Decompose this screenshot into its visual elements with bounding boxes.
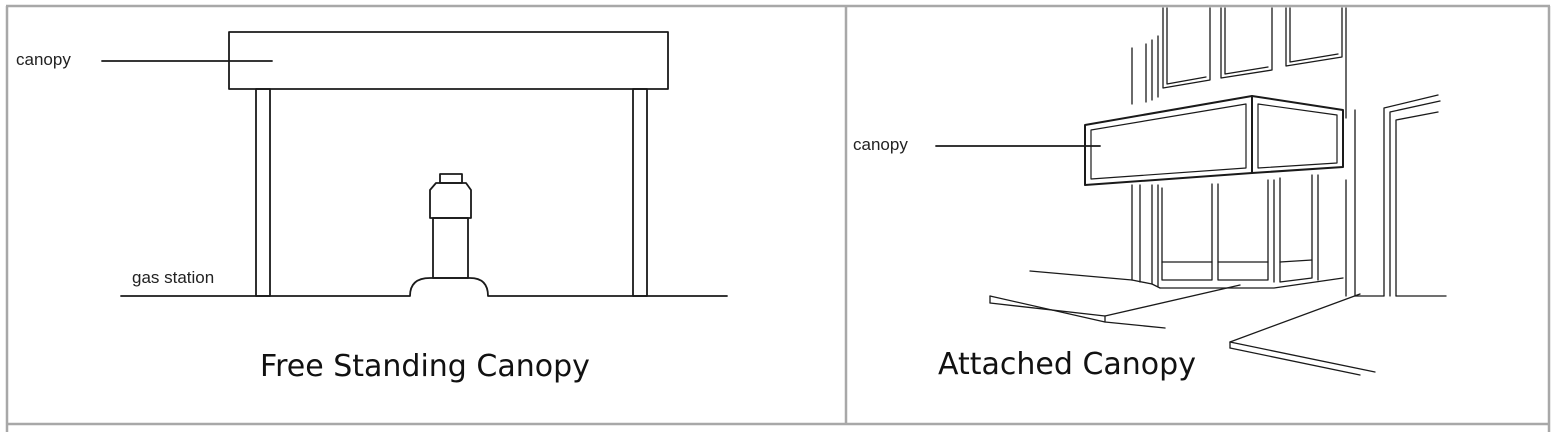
attached-canopy-caption: Attached Canopy (938, 347, 1196, 382)
pump-head (429, 182, 472, 219)
table-borders (5, 4, 1551, 432)
gas-station-label: gas station (132, 268, 215, 287)
sidewalk (989, 270, 1385, 376)
storefront (1131, 174, 1344, 289)
right-column (632, 88, 648, 297)
free-standing-canopy-caption: Free Standing Canopy (260, 349, 590, 384)
pump-body (432, 217, 469, 279)
free-standing-canopy-drawing (101, 31, 728, 297)
canopy-label-attached: canopy (853, 135, 908, 154)
upper-windows (1131, 7, 1343, 105)
canopy-label-free-standing: canopy (16, 50, 71, 69)
attached-canopy-box (1084, 95, 1344, 186)
attached-canopy-drawing (935, 7, 1447, 376)
pump-top (439, 173, 463, 184)
left-column (255, 88, 271, 297)
canopy-roof (228, 31, 669, 90)
